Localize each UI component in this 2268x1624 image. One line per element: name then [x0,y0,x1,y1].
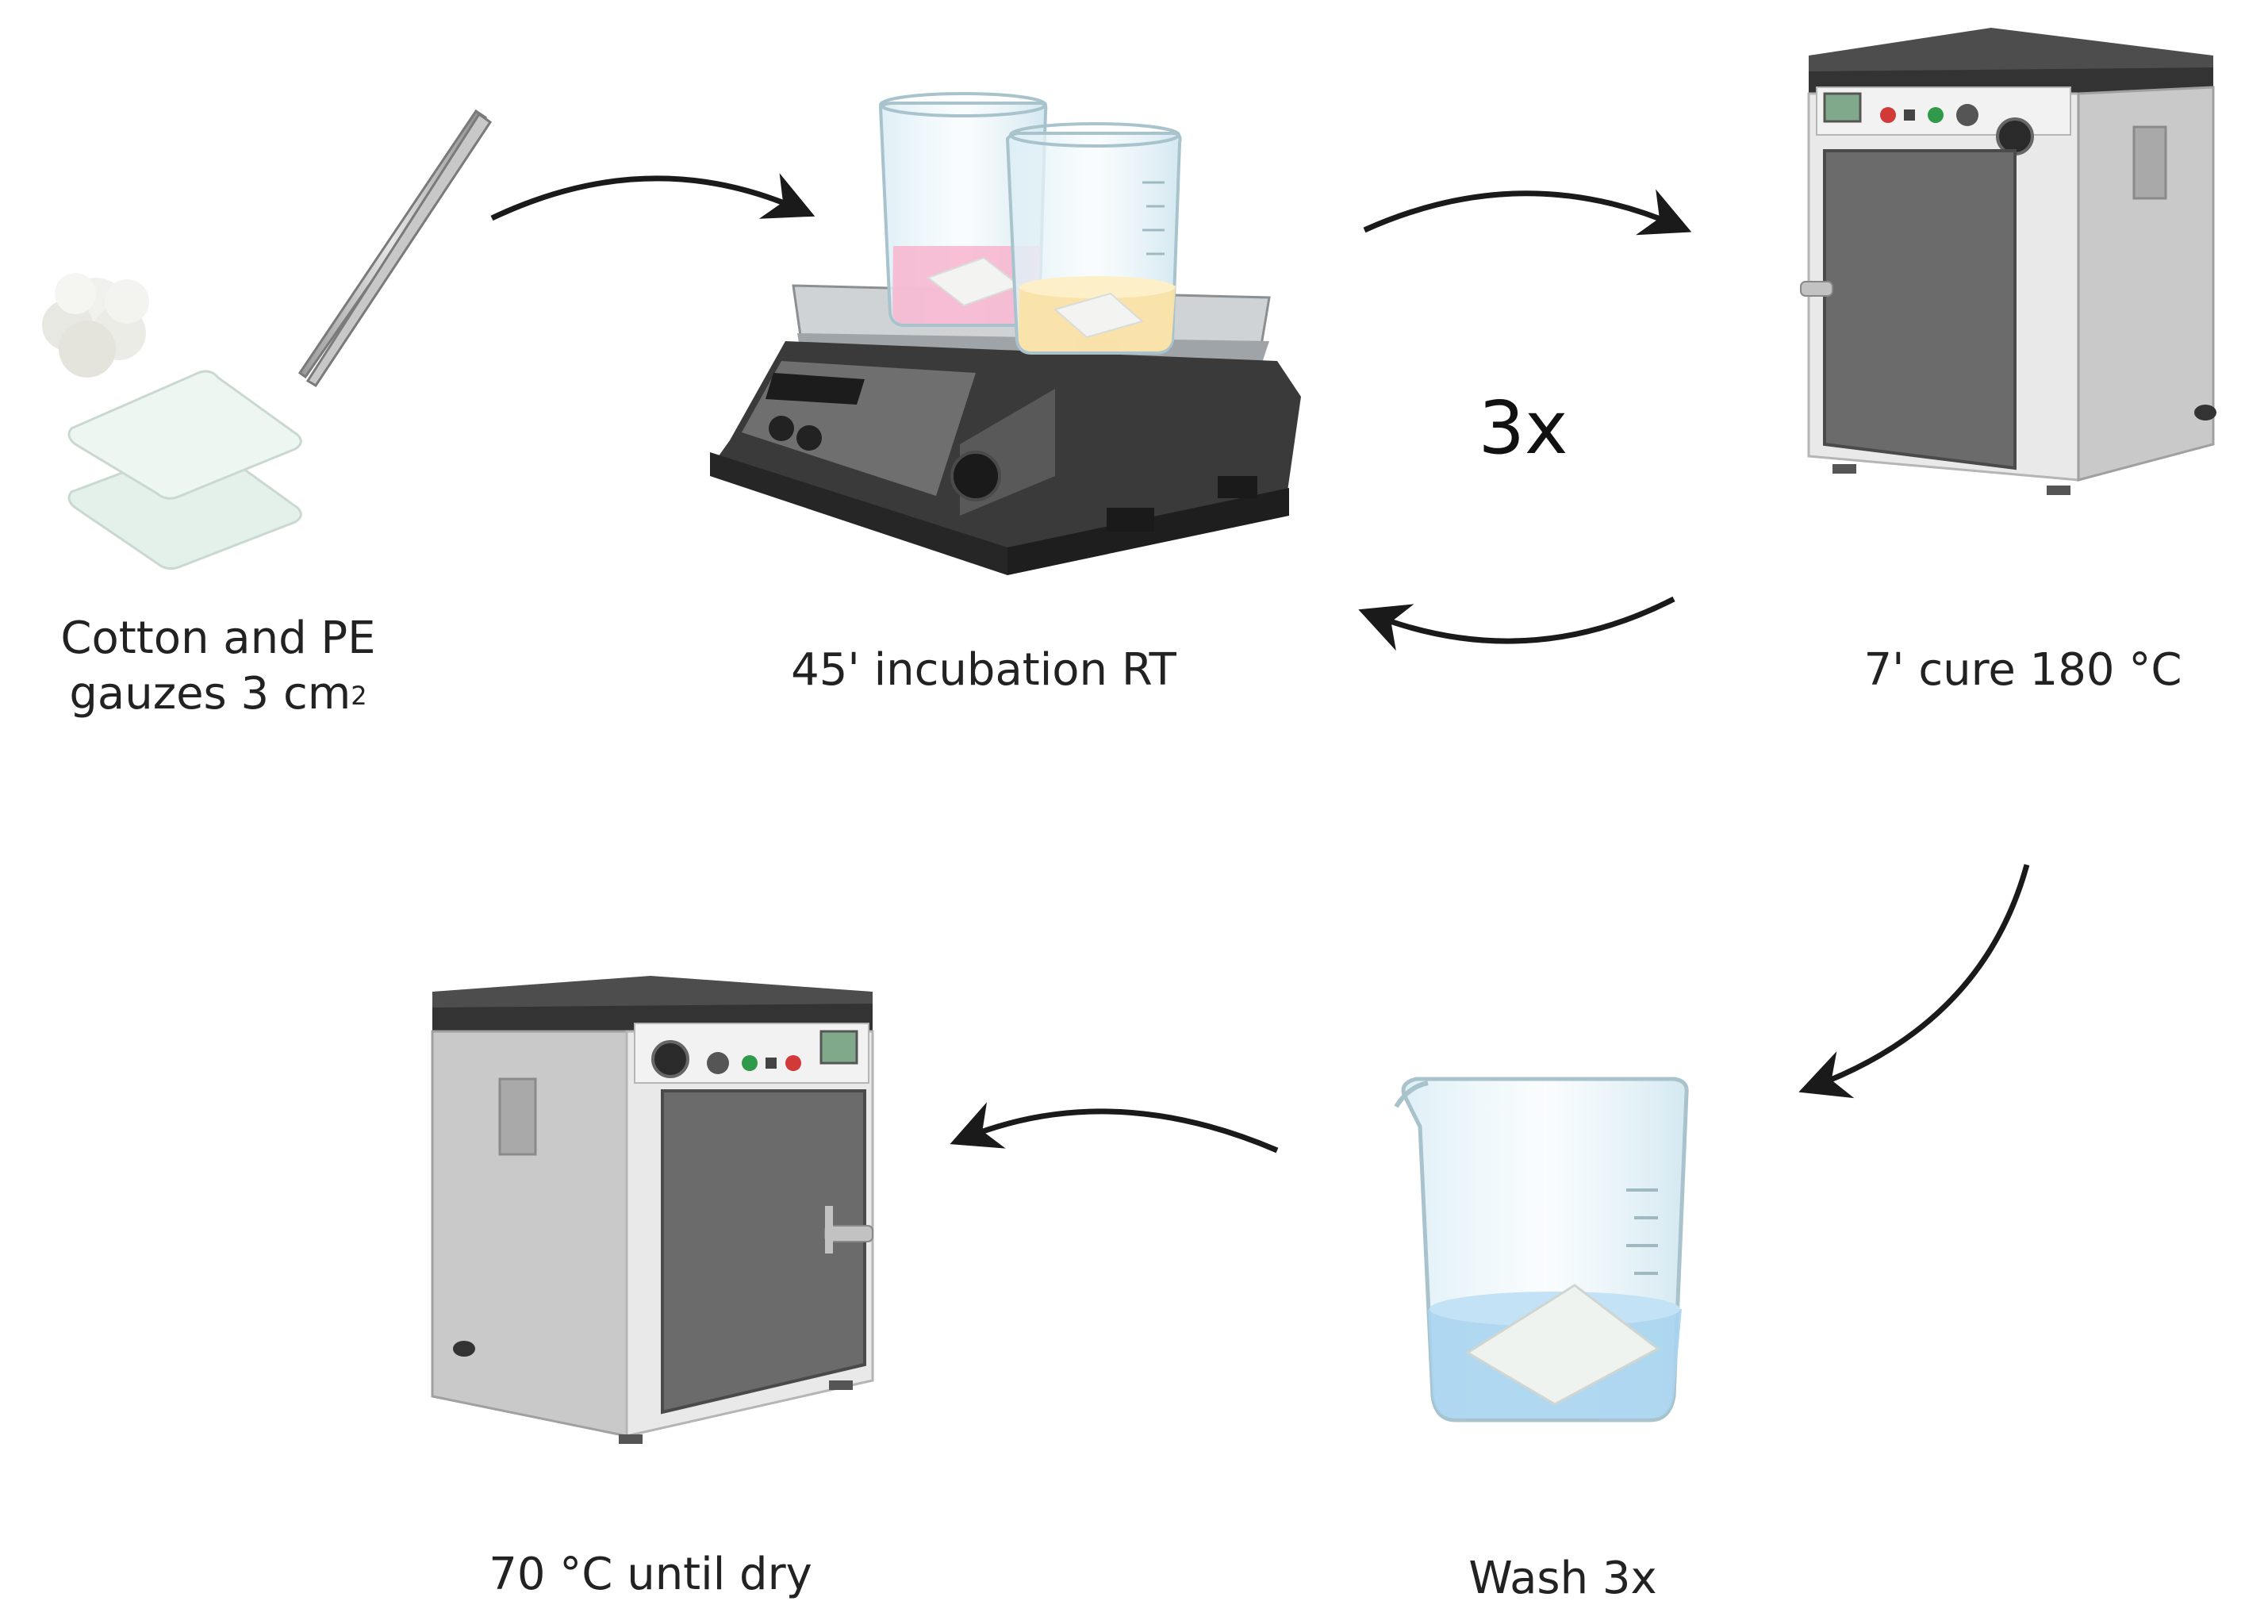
cure-step-label: 7' cure 180 °C [1863,644,2182,696]
cotton-gauze-illustration [42,109,493,570]
incubation-step-label: 45' incubation RT [791,644,1176,696]
oven-icon [431,976,874,1444]
beaker-pink-icon [878,92,1048,327]
dry-step-label: 70 °C until dry [489,1549,812,1600]
cotton-ball-icon [42,273,149,378]
tweezers-icon [297,109,493,388]
wash-step-label: Wash 3x [1468,1553,1657,1604]
arrow-cure-to-incubation [1358,596,1675,651]
arrow-cure-to-wash [1798,864,2030,1099]
gauze-label-text: gauzes 3 cm [69,668,351,720]
gauze-label-line1: Cotton and PE [60,612,376,664]
stirrer-plate-icon [710,284,1301,575]
gauze-step-label: Cotton and PE gauzes 3 cm2 [32,611,405,722]
arrow-gauze-to-incubation [490,173,815,221]
wash-beaker-illustration [1394,1077,1689,1422]
arrow-incubation-to-cure [1363,189,1692,236]
beaker-yellow-icon [1005,122,1182,355]
beaker-water-icon [1394,1077,1689,1422]
gauze-label-superscript: 2 [351,681,367,711]
oven-icon [1800,28,2216,495]
oven-cure-illustration [1800,28,2216,495]
gauze-label-line2: gauzes 3 cm2 [32,666,405,722]
stirrer-with-beakers-illustration [710,92,1301,575]
cycle-repeat-label: 3x [1478,386,1568,470]
oven-dry-illustration [431,976,874,1444]
gauze-squares-icon [67,370,302,570]
arrow-wash-to-dry [950,1102,1279,1154]
